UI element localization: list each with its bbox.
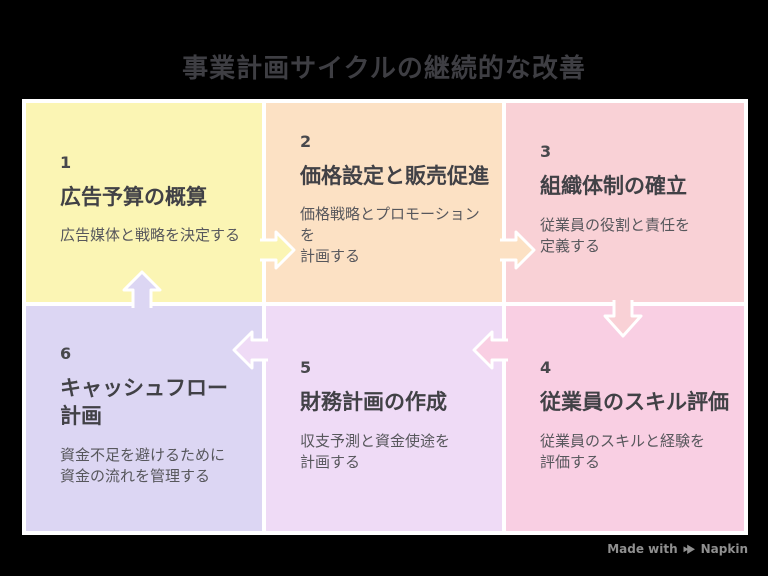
- step-description: 価格戦略とプロモーションを 計画する: [300, 205, 480, 266]
- step-number: 1: [60, 152, 72, 172]
- arrow-step6-to-step1-icon: [122, 270, 162, 308]
- arrow-step5-to-step6-icon: [232, 330, 268, 370]
- watermark-prefix: Made with: [607, 542, 678, 556]
- arrow-step1-to-step2-icon: [260, 230, 296, 270]
- arrow-step2-to-step3-icon: [500, 230, 536, 270]
- cell-step-1: 1 広告予算の概算 広告媒体と戦略を決定する: [26, 103, 262, 302]
- step-title: 財務計画の作成: [300, 390, 447, 415]
- step-description: 従業員のスキルと経験を 評価する: [540, 431, 706, 471]
- made-with-napkin-watermark[interactable]: Made with Napkin: [607, 542, 748, 556]
- step-title: 組織体制の確立: [540, 174, 687, 199]
- step-number: 4: [540, 358, 552, 378]
- napkin-logo-icon: [683, 543, 696, 556]
- cell-step-6: 6 キャッシュフロー 計画 資金不足を避けるために 資金の流れを管理する: [26, 306, 262, 531]
- cell-step-2: 2 価格設定と販売促進 価格戦略とプロモーションを 計画する: [266, 103, 502, 302]
- watermark-brand: Napkin: [700, 542, 748, 556]
- step-description: 収支予測と資金使途を 計画する: [300, 431, 451, 471]
- cell-step-3: 3 組織体制の確立 従業員の役割と責任を 定義する: [506, 103, 744, 302]
- step-number: 2: [300, 131, 312, 151]
- step-number: 6: [60, 344, 72, 364]
- step-title: キャッシュフロー 計画: [60, 376, 228, 428]
- step-description: 広告媒体と戦略を決定する: [60, 226, 241, 245]
- arrow-step3-to-step4-icon: [603, 300, 643, 338]
- cell-step-5: 5 財務計画の作成 収支予測と資金使途を 計画する: [266, 306, 502, 531]
- arrow-step4-to-step5-icon: [472, 330, 508, 370]
- step-title: 価格設定と販売促進: [300, 163, 489, 188]
- step-description: 資金不足を避けるために 資金の流れを管理する: [60, 445, 226, 485]
- step-number: 3: [540, 142, 552, 162]
- diagram-frame: 1 広告予算の概算 広告媒体と戦略を決定する 2 価格設定と販売促進 価格戦略と…: [22, 99, 748, 535]
- step-number: 5: [300, 358, 312, 378]
- step-description: 従業員の役割と責任を 定義する: [540, 215, 691, 255]
- step-title: 広告予算の概算: [60, 184, 207, 209]
- page-title: 事業計画サイクルの継続的な改善: [182, 54, 586, 84]
- cell-step-4: 4 従業員のスキル評価 従業員のスキルと経験を 評価する: [506, 306, 744, 531]
- step-title: 従業員のスキル評価: [540, 390, 729, 415]
